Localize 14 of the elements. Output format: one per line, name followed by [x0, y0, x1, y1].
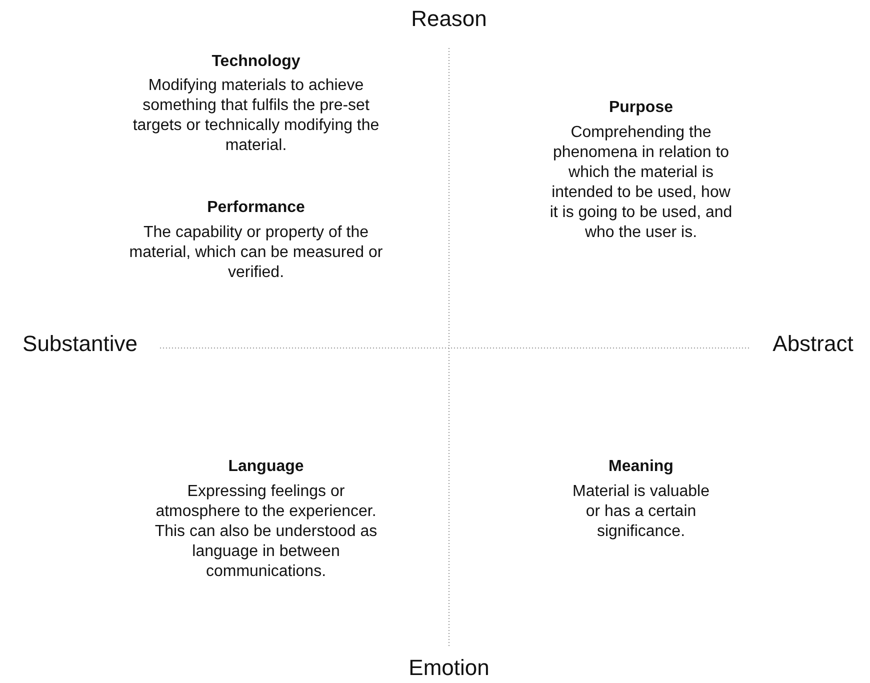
quadrant-heading: Performance: [206, 198, 306, 218]
description-text: Modifying materials to achieve something that fulfils the pre-set targets or technically modifying the material.: [132, 76, 380, 156]
description-text: Comprehending the phenomena in relation to which the material is intended to be used, how it is going to be used, and who the user is.: [548, 123, 734, 243]
description-text: Expressing feelings or atmosphere to the experiencer. This can also be understood as language in between communications.: [154, 482, 378, 582]
description-text: The capability or property of the material, which can be measured or verified.: [128, 223, 384, 283]
description-text: Material is valuable or has a certain significance.: [572, 482, 710, 542]
axis-label: Emotion: [408, 655, 490, 681]
quadrant-heading: Purpose: [608, 98, 674, 118]
quadrant-heading: Meaning: [608, 457, 674, 477]
quadrant-heading: Language: [227, 457, 305, 477]
axis-label: Reason: [410, 6, 488, 32]
axis-label: Substantive: [22, 331, 138, 357]
axis-label: Abstract: [772, 331, 854, 357]
quadrant-heading: Technology: [210, 52, 302, 72]
